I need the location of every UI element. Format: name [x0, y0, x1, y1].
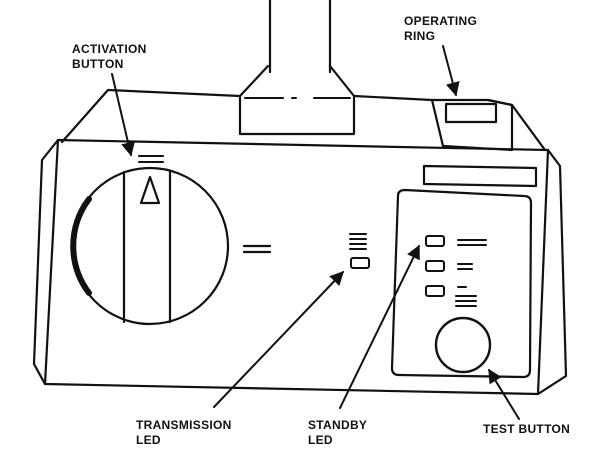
- callout-transmission-led-line2: LED: [136, 433, 161, 447]
- callout-transmission-led: TRANSMISSION LED: [136, 418, 232, 448]
- standby-led-middle: [425, 260, 445, 272]
- knob-dash-marks: [242, 244, 272, 254]
- standby-led-marks: [455, 239, 487, 307]
- callout-test-button-line1: TEST BUTTON: [483, 422, 571, 436]
- device-left-side: [32, 138, 60, 386]
- callout-standby-led: STANDBY LED: [308, 418, 367, 448]
- operating-ring-housing: [430, 98, 514, 152]
- standby-led-bottom: [425, 285, 445, 297]
- callout-operating-ring-line1: OPERATING: [404, 14, 478, 28]
- mast-pole: [268, 0, 332, 74]
- arrow-standby-led: [339, 244, 420, 409]
- callout-operating-ring-line2: RING: [404, 29, 436, 43]
- transmission-led-marks: [349, 233, 367, 250]
- mast-collar: [238, 64, 356, 136]
- arrow-transmission-led: [213, 270, 344, 408]
- callout-standby-led-line1: STANDBY: [308, 418, 368, 432]
- arrow-activation-button: [111, 73, 135, 157]
- callout-activation-button-line1: ACTIVATION: [72, 42, 147, 56]
- knob-marker-lines: [138, 155, 164, 163]
- callout-transmission-led-line1: TRANSMISSION: [136, 418, 232, 432]
- knob-grip-bar: [122, 170, 172, 324]
- callout-activation-button-line2: BUTTON: [72, 57, 124, 71]
- triangle-icon: [139, 175, 161, 205]
- standby-led-top: [425, 235, 445, 247]
- operating-ring-band: [422, 164, 538, 188]
- arrow-operating-ring: [442, 45, 460, 97]
- callout-activation-button: ACTIVATION BUTTON: [72, 42, 147, 72]
- arrow-test-button: [488, 368, 520, 420]
- callout-operating-ring: OPERATING RING: [404, 14, 477, 44]
- callout-standby-led-line2: LED: [308, 433, 333, 447]
- control-panel: [390, 188, 533, 379]
- device-right-side: [536, 148, 568, 396]
- callout-test-button: TEST BUTTON: [483, 422, 570, 437]
- transmission-led: [350, 257, 370, 269]
